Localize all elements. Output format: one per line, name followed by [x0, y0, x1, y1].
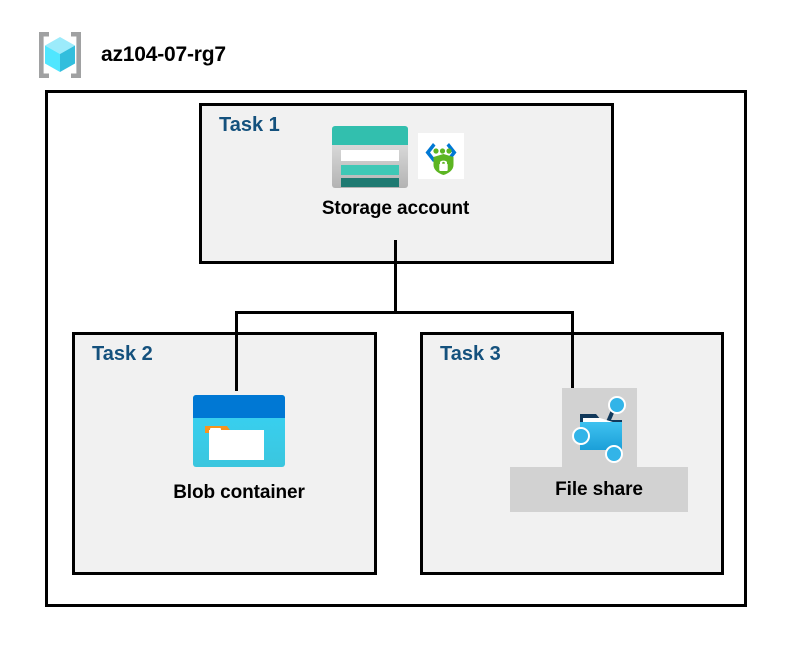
secure-endpoint-shield-icon	[417, 133, 464, 179]
task-label-2: Task 2	[92, 343, 153, 365]
node-caption-file-share: File share	[555, 478, 643, 500]
resource-group-cube-icon	[39, 32, 81, 78]
node-file-share[interactable]: File share	[510, 388, 688, 512]
storage-account-icon	[331, 126, 408, 188]
node-caption-storage-account: Storage account	[321, 198, 470, 219]
node-blob-container[interactable]: Blob container	[150, 394, 328, 504]
resource-group-name: az104-07-rg7	[101, 43, 226, 66]
storage-account-icon-row	[328, 120, 464, 192]
resource-group-header: az104-07-rg7	[33, 28, 226, 82]
node-storage-account[interactable]: Storage account	[293, 120, 498, 220]
node-caption-blob-container: Blob container	[173, 482, 305, 503]
blob-container-icon	[193, 395, 285, 467]
task-label-3: Task 3	[440, 343, 501, 365]
file-share-highlight-plate-caption: File share	[510, 467, 688, 512]
task-label-1: Task 1	[219, 114, 280, 136]
file-share-highlight-plate-icon	[561, 388, 637, 468]
file-share-icon	[572, 396, 626, 463]
